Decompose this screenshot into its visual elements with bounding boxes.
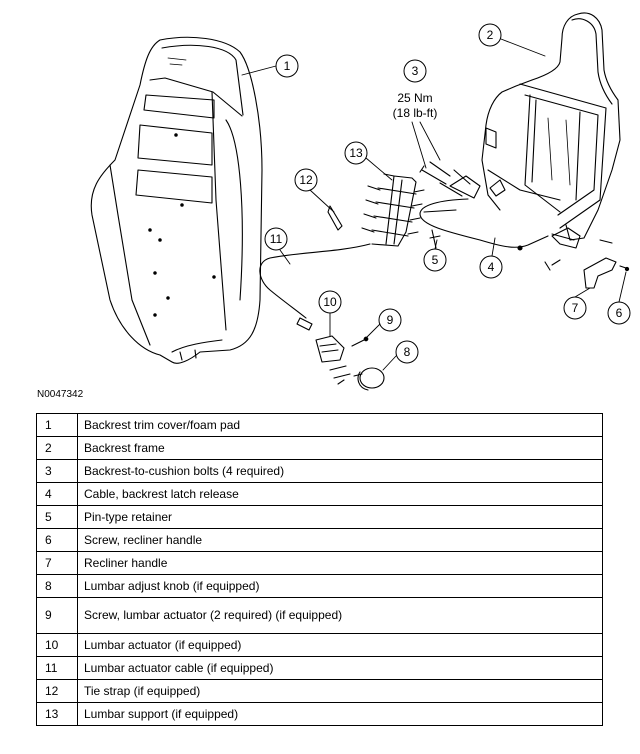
recliner-handle-drawing xyxy=(583,257,630,289)
legend-item-number: 13 xyxy=(36,702,78,726)
lumbar-support-drawing xyxy=(361,173,425,247)
callout-12: 12 xyxy=(299,173,313,187)
callout-5: 5 xyxy=(432,253,439,267)
legend-item-number: 10 xyxy=(36,633,78,657)
legend-item-number: 11 xyxy=(36,656,78,680)
legend-item-description: Lumbar support (if equipped) xyxy=(77,702,603,726)
legend-item-description: Lumbar actuator cable (if equipped) xyxy=(77,656,603,680)
backrest-bolts-drawing xyxy=(419,161,613,271)
callout-2: 2 xyxy=(487,28,494,42)
legend-item-number: 1 xyxy=(36,413,78,437)
lumbar-actuator-drawing xyxy=(315,335,351,385)
lumbar-actuator-screw-drawing xyxy=(351,336,369,347)
legend-item-number: 6 xyxy=(36,528,78,552)
legend-item-description: Screw, lumbar actuator (2 required) (if … xyxy=(77,597,603,634)
legend-item-description: Backrest trim cover/foam pad xyxy=(77,413,603,437)
callout-11: 11 xyxy=(270,232,283,246)
callout-1: 1 xyxy=(284,59,291,73)
backrest-frame-drawing xyxy=(481,12,621,249)
legend-item-description: Cable, backrest latch release xyxy=(77,482,603,506)
callout-10: 10 xyxy=(323,295,337,309)
legend-item-description: Backrest-to-cushion bolts (4 required) xyxy=(77,459,603,483)
legend-item-description: Lumbar actuator (if equipped) xyxy=(77,633,603,657)
lumbar-adjust-knob-drawing xyxy=(353,367,385,391)
callout-9: 9 xyxy=(387,313,394,327)
torque-lbft-label: (18 lb-ft) xyxy=(393,106,438,120)
tie-strap-drawing xyxy=(327,205,343,231)
callout-8: 8 xyxy=(404,345,411,359)
legend-item-description: Recliner handle xyxy=(77,551,603,575)
legend-item-number: 4 xyxy=(36,482,78,506)
leader-lines xyxy=(241,38,627,371)
legend-item-description: Backrest frame xyxy=(77,436,603,460)
legend-item-number: 12 xyxy=(36,679,78,703)
latch-release-cable-drawing xyxy=(419,198,549,251)
figure-id: N0047342 xyxy=(37,389,84,400)
legend-item-number: 8 xyxy=(36,574,78,598)
callout-3: 3 xyxy=(412,64,419,78)
callout-6: 6 xyxy=(616,306,623,320)
legend-item-number: 3 xyxy=(36,459,78,483)
legend-item-description: Pin-type retainer xyxy=(77,505,603,529)
callout-4: 4 xyxy=(488,260,495,274)
legend-item-number: 5 xyxy=(36,505,78,529)
exploded-seat-diagram: 1 2 3 13 12 11 5 4 7 6 10 9 8 25 Nm (18 … xyxy=(90,12,631,391)
legend-item-number: 2 xyxy=(36,436,78,460)
legend-item-description: Screw, recliner handle xyxy=(77,528,603,552)
torque-nm-label: 25 Nm xyxy=(397,91,432,105)
lumbar-actuator-cable-drawing xyxy=(259,243,371,331)
callout-7: 7 xyxy=(572,301,579,315)
legend-item-description: Lumbar adjust knob (if equipped) xyxy=(77,574,603,598)
callout-13: 13 xyxy=(349,146,363,160)
legend-item-number: 9 xyxy=(36,597,78,634)
legend-item-number: 7 xyxy=(36,551,78,575)
backrest-trim-cover-drawing xyxy=(90,36,263,364)
legend-item-description: Tie strap (if equipped) xyxy=(77,679,603,703)
